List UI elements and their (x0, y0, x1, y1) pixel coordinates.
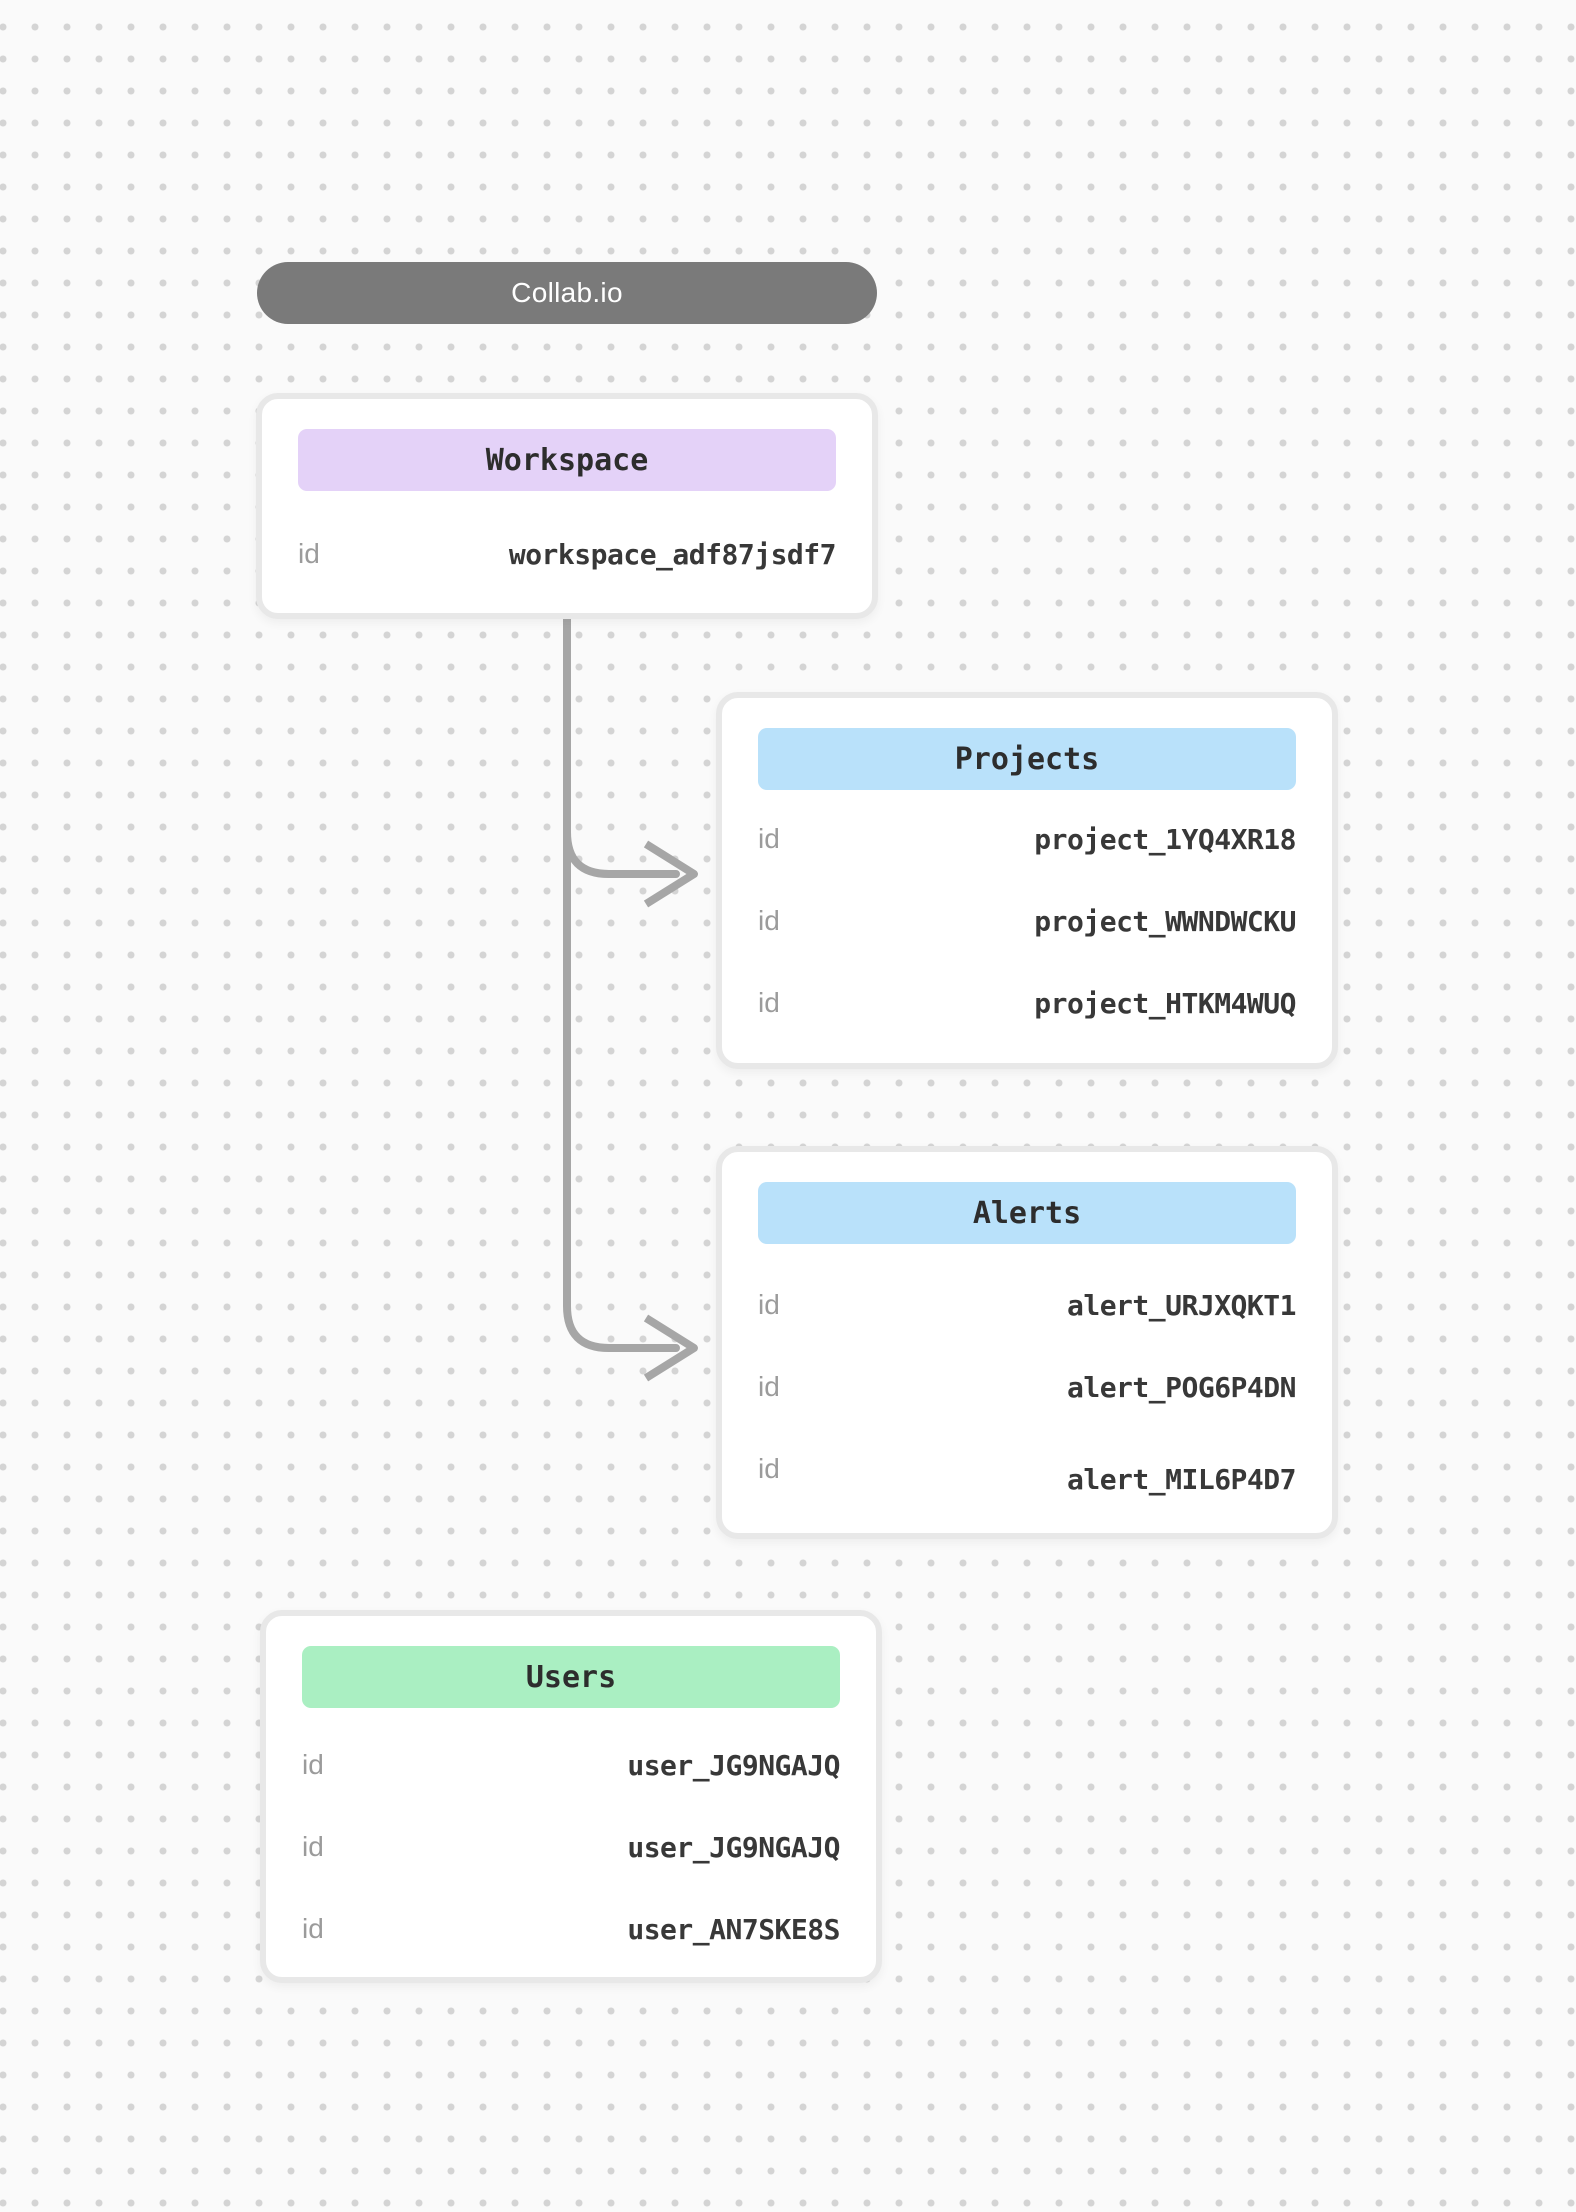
field-label: id (298, 538, 320, 569)
alerts-rows: id alert_URJXQKT1 id alert_POG6P4DN id a… (758, 1264, 1297, 1510)
field-label: id (758, 1371, 780, 1402)
users-header: Users (302, 1646, 840, 1708)
field-row: id alert_URJXQKT1 (758, 1264, 1297, 1346)
field-row: id user_JG9NGAJQ (302, 1724, 840, 1806)
arrowhead-projects-icon (643, 840, 698, 908)
field-row: id user_AN7SKE8S (302, 1888, 840, 1970)
node-projects[interactable]: Projects id project_1YQ4XR18 id project_… (716, 692, 1338, 1069)
field-label: id (758, 823, 780, 854)
connector-workspace-projects (563, 596, 680, 878)
field-label: id (758, 1453, 780, 1484)
field-label: id (302, 1749, 324, 1780)
node-workspace[interactable]: Workspace id workspace_adf87jsdf7 (256, 393, 878, 619)
field-label: id (758, 1289, 780, 1320)
field-value: project_1YQ4XR18 (1034, 822, 1296, 856)
connector-workspace-alerts (563, 596, 680, 1352)
field-row: id project_HTKM4WUQ (758, 962, 1296, 1044)
field-row: id project_1YQ4XR18 (758, 798, 1296, 880)
field-row: id alert_MIL6P4D7 (758, 1428, 1297, 1510)
field-label: id (758, 987, 780, 1018)
diagram-title: Collab.io (511, 277, 623, 308)
field-value: alert_POG6P4DN (1066, 1370, 1297, 1404)
field-value: alert_MIL6P4D7 (1066, 1462, 1297, 1496)
field-row: id user_JG9NGAJQ (302, 1806, 840, 1888)
field-label: id (758, 905, 780, 936)
projects-rows: id project_1YQ4XR18 id project_WWNDWCKU … (758, 798, 1296, 1044)
field-value: workspace_adf87jsdf7 (508, 537, 837, 571)
projects-header: Projects (758, 728, 1296, 790)
node-users[interactable]: Users id user_JG9NGAJQ id user_JG9NGAJQ … (260, 1610, 882, 1983)
field-row: id alert_POG6P4DN (758, 1346, 1297, 1428)
field-label: id (302, 1913, 324, 1944)
field-row: id project_WWNDWCKU (758, 880, 1296, 962)
node-alerts[interactable]: Alerts id alert_URJXQKT1 id alert_POG6P4… (716, 1146, 1338, 1539)
workspace-rows: id workspace_adf87jsdf7 (298, 513, 837, 595)
field-value: user_JG9NGAJQ (627, 1748, 840, 1782)
workspace-header: Workspace (298, 429, 836, 491)
field-value: alert_URJXQKT1 (1066, 1288, 1297, 1322)
users-rows: id user_JG9NGAJQ id user_JG9NGAJQ id use… (302, 1724, 840, 1970)
field-value: project_WWNDWCKU (1034, 904, 1296, 938)
field-row: id workspace_adf87jsdf7 (298, 513, 837, 595)
field-value: user_AN7SKE8S (627, 1912, 840, 1946)
alerts-header: Alerts (758, 1182, 1296, 1244)
diagram-title-badge[interactable]: Collab.io (257, 262, 877, 324)
field-value: user_JG9NGAJQ (627, 1830, 840, 1864)
arrowhead-alerts-icon (643, 1314, 698, 1382)
field-value: project_HTKM4WUQ (1034, 986, 1296, 1020)
field-label: id (302, 1831, 324, 1862)
